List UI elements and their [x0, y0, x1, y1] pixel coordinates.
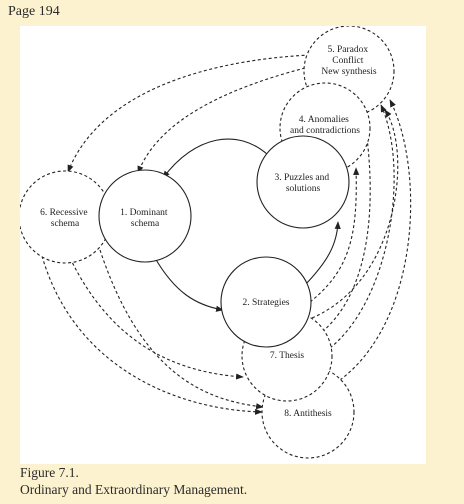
label-dominant: 1. Dominant schema	[120, 208, 170, 229]
edge-puzzles-to-dominant	[162, 138, 269, 179]
node-dominant	[98, 169, 192, 263]
edge-paradox-to-recessive	[67, 54, 311, 173]
edge-thesis-to-paradox	[329, 104, 395, 349]
edge-antithesis-to-paradox	[339, 99, 412, 381]
label-thesis: 7. Thesis	[270, 351, 304, 361]
edge-strategies-to-paradox	[311, 109, 399, 319]
diagram-canvas: 5. Paradox Conflict New synthesis 4. Ano…	[20, 26, 412, 459]
figure-number: Figure 7.1.	[20, 465, 79, 480]
edge-strategies-to-anomalies	[309, 167, 360, 303]
node-strategies	[220, 256, 312, 348]
edge-strategies-to-puzzles	[304, 221, 341, 286]
edge-thesis-to-anomalies	[317, 129, 371, 336]
edge-dominant-to-strategies	[154, 257, 224, 312]
figure-panel: 5. Paradox Conflict New synthesis 4. Ano…	[20, 26, 426, 464]
figure-title: Ordinary and Extraordinary Management.	[20, 482, 248, 497]
page-number: Page 194	[8, 4, 60, 19]
label-puzzles: 3. Puzzles and solutions	[275, 173, 332, 194]
label-antithesis: 8. Antithesis	[284, 409, 332, 419]
label-recessive: 6. Recessive schema	[40, 208, 90, 229]
edge-dominant-to-antithesis	[99, 249, 264, 410]
label-strategies: 2. Strategies	[243, 298, 290, 308]
node-puzzles	[256, 135, 350, 229]
label-anomalies: 4. Anomalies and contradictions	[290, 115, 360, 136]
edge-paradox-to-dominant	[137, 67, 306, 174]
edge-recessive-to-thesis	[69, 257, 244, 380]
edge-recessive-to-antithesis	[41, 255, 263, 415]
label-paradox: 5. Paradox Conflict New synthesis	[321, 45, 376, 77]
figure-caption: Figure 7.1. Ordinary and Extraordinary M…	[20, 464, 247, 498]
